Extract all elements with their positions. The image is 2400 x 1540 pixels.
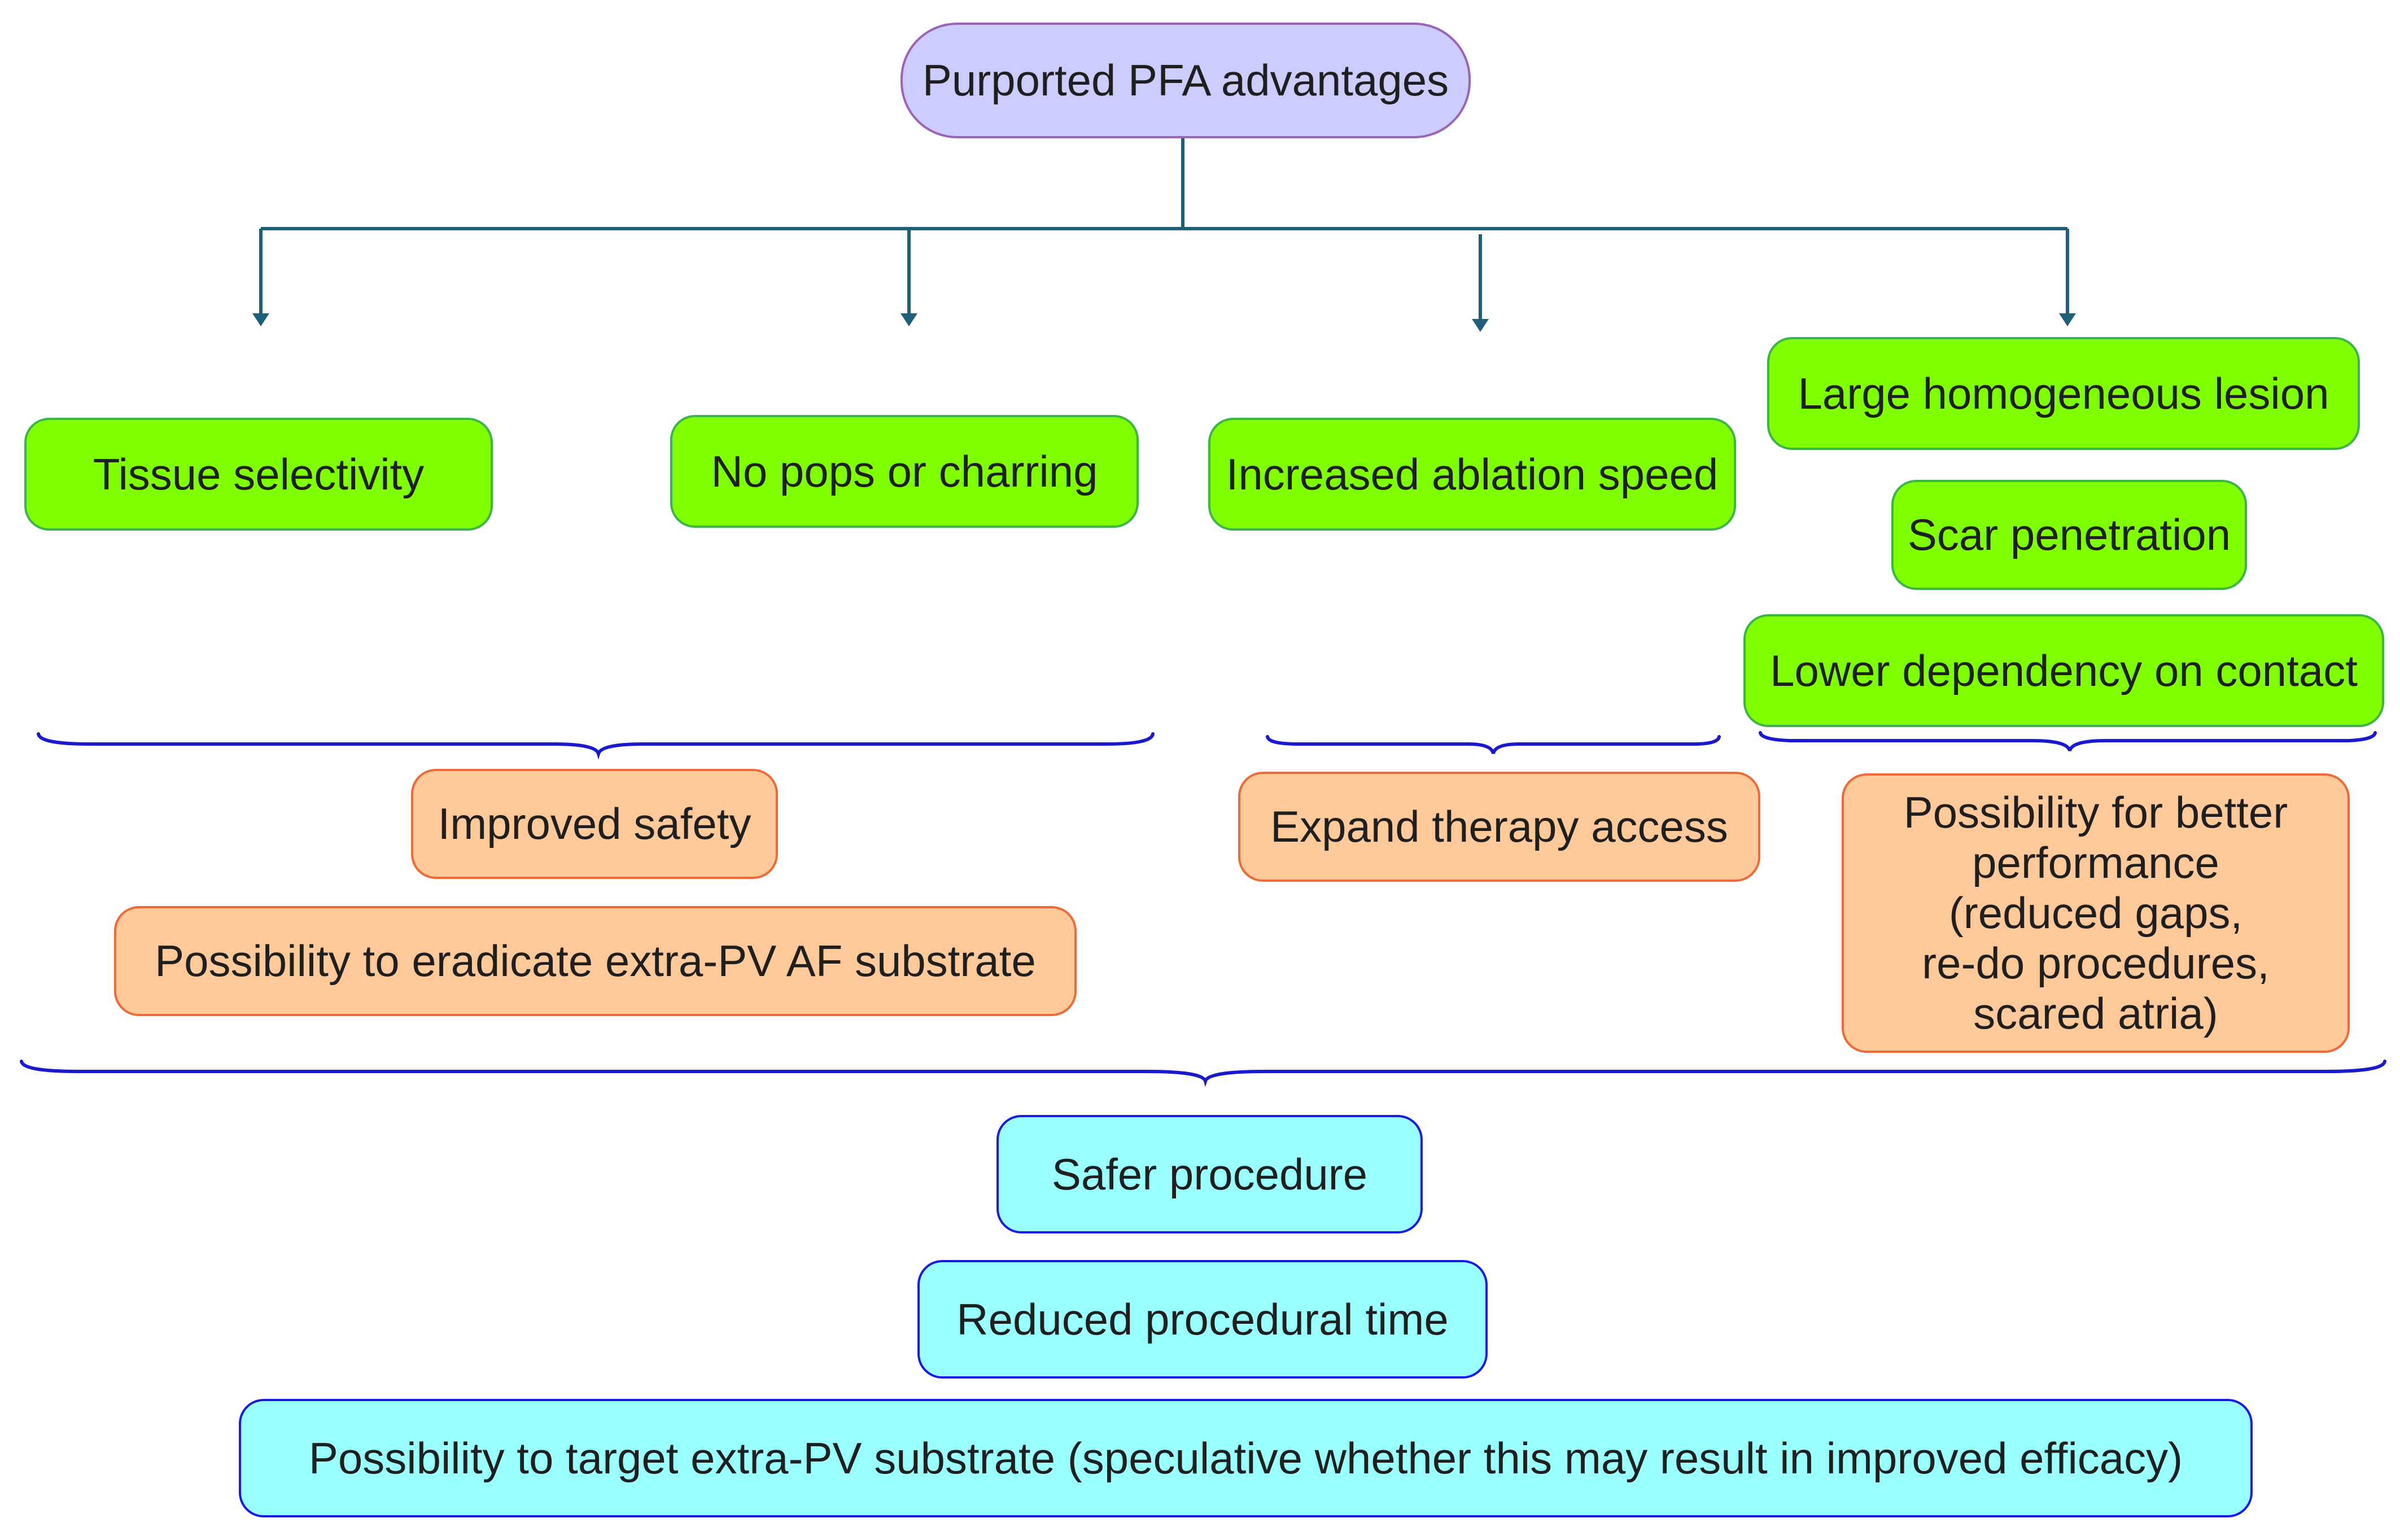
benefit-better-performance: Possibility for better performance (redu… [1842,773,2350,1053]
braces [20,731,2386,1087]
feature-scar-penetration: Scar penetration [1891,480,2247,590]
root-node: Purported PFA advantages [900,23,1471,138]
brace-safety [37,732,1155,760]
outcome-target-substrate: Possibility to target extra-PV substrate… [239,1399,2253,1517]
performance-line-5: scared atria) [1973,988,2218,1038]
feature-no-pops: No pops or charring [670,415,1139,528]
feature-large-lesion: Large homogeneous lesion [1767,337,2360,450]
brace-performance [1759,731,2377,752]
brace-access [1266,735,1721,754]
outcome-safer-procedure: Safer procedure [996,1115,1423,1233]
arrow-4 [2059,313,2076,326]
performance-line-2: performance [1972,838,2219,888]
brace-outcomes [20,1060,2386,1087]
benefit-expand-access: Expand therapy access [1238,772,1760,882]
feature-lower-dependency: Lower dependency on contact [1743,614,2384,727]
performance-line-3: (reduced gaps, [1948,888,2243,938]
arrow-3 [1472,319,1489,332]
performance-line-1: Possibility for better [1903,788,2288,838]
arrow-1 [252,313,269,326]
feature-ablation-speed: Increased ablation speed [1208,418,1736,531]
benefit-eradicate-substrate: Possibility to eradicate extra-PV AF sub… [114,906,1077,1016]
arrow-2 [900,313,917,326]
benefit-improved-safety: Improved safety [411,769,778,879]
performance-line-4: re-do procedures, [1922,938,2270,988]
arrowheads [252,313,2076,332]
tree-connectors [259,138,2069,322]
feature-tissue-selectivity: Tissue selectivity [24,418,493,531]
outcome-reduced-time: Reduced procedural time [917,1260,1488,1379]
